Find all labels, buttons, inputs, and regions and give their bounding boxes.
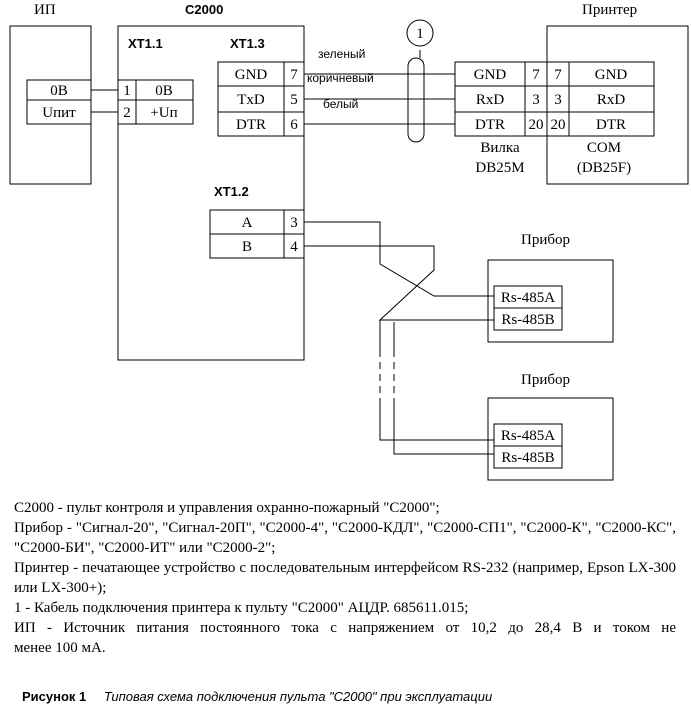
xt11-pin1: 1 (123, 83, 131, 99)
xt11-title: XT1.1 (128, 36, 163, 51)
wire-rs485-b-1 (304, 245, 494, 321)
ip-title: ИП (34, 2, 56, 18)
legend-line-c2000: С2000 - пульт контроля и управления охра… (14, 500, 440, 516)
printer-title: Принтер (582, 2, 637, 18)
printer-dtr-cell (568, 111, 655, 137)
printer-port-type: (DB25F) (577, 160, 631, 176)
plug-pin-3: 3 (532, 92, 540, 108)
pribor2-block (487, 397, 614, 481)
xt11-label1: 0В (155, 83, 173, 99)
xt11-label2: +Uп (150, 105, 177, 121)
ip-label-0v: 0В (50, 83, 68, 99)
pribor1-b-cell (493, 307, 563, 331)
printer-pin-7: 7 (554, 67, 562, 83)
pribor2-rs485b: Rs-485B (501, 450, 554, 466)
xt13-pin-6: 6 (290, 117, 298, 133)
xt11-label2-cell (135, 99, 194, 125)
xt13-label-dtr: DTR (236, 117, 266, 133)
wire-label-green: зеленый (318, 47, 365, 61)
plug-label-rxd: RxD (476, 92, 505, 108)
wire-rs485-b-2 (393, 404, 494, 455)
plug-label-gnd: GND (474, 67, 507, 83)
plug-label-dtr: DTR (475, 117, 505, 133)
xt12-label-a: A (242, 215, 253, 231)
cable-marker-number: 1 (416, 26, 424, 42)
plug-type: DB25M (475, 160, 524, 176)
printer-port-name: COM (587, 140, 621, 156)
legend: С2000 - пульт контроля и управления охра… (14, 498, 676, 658)
pribor1-rs485b: Rs-485B (501, 312, 554, 328)
c2000-title: С2000 (185, 2, 223, 17)
figure-number: Рисунок 1 (22, 689, 87, 704)
xt13-label-txd: TxD (237, 92, 265, 108)
pribor1-rs485a: Rs-485A (501, 290, 555, 306)
legend-line-printer: Принтер - печатающее устройство с послед… (14, 560, 676, 596)
pribor2-rs485a: Rs-485A (501, 428, 555, 444)
printer-label-gnd: GND (595, 67, 628, 83)
wire-rs485-a-2 (379, 404, 494, 441)
pribor1-title: Прибор (521, 232, 570, 248)
c2000-block (117, 25, 305, 361)
cable-bundle (407, 57, 425, 143)
xt13-pin-5: 5 (290, 92, 298, 108)
figure-caption: Рисунок 1 Типовая схема подключения пуль… (22, 689, 492, 704)
xt13-title: XT1.3 (230, 36, 265, 51)
legend-line-ip: ИП - Источник питания постоянного тока с… (14, 620, 676, 636)
xt12-pin-3: 3 (290, 215, 298, 231)
pribor2-title: Прибор (521, 372, 570, 388)
printer-pin-20: 20 (551, 117, 566, 133)
printer-label-dtr: DTR (596, 117, 626, 133)
legend-line-cable: 1 - Кабель подключения принтера к пульту… (14, 600, 469, 616)
pribor2-b-cell (493, 445, 563, 469)
pribor1-block (487, 259, 614, 343)
xt12-label-b: B (242, 239, 252, 255)
xt12-title: XT1.2 (214, 184, 249, 199)
xt11-pin2: 2 (123, 105, 131, 121)
legend-line-pribor: Прибор - "Сигнал-20", "Сигнал-20П", "С20… (14, 520, 676, 556)
printer-pin-3: 3 (554, 92, 562, 108)
figure-title: Типовая схема подключения пульта "С2000"… (103, 689, 493, 704)
wire-label-white: белый (323, 97, 358, 111)
ip-label-upit: Uпит (42, 105, 76, 121)
plug-pin-20: 20 (529, 117, 544, 133)
xt13-pin-7: 7 (290, 67, 298, 83)
legend-line-ip-tail: менее 100 мА. (14, 640, 106, 656)
xt13-label-gnd: GND (235, 67, 268, 83)
plug-pin-7: 7 (532, 67, 540, 83)
wiring-diagram: ИП Принтер Прибор Прибор 0В Uпит 1 0В 2 … (9, 2, 689, 481)
printer-label-rxd: RxD (597, 92, 626, 108)
cable-marker-circle (406, 19, 434, 47)
xt12-pin-4: 4 (290, 239, 298, 255)
wire-label-brown: коричневый (307, 71, 374, 85)
wire-rs485-a-1 (304, 221, 494, 297)
plug-name: Вилка (480, 140, 520, 156)
